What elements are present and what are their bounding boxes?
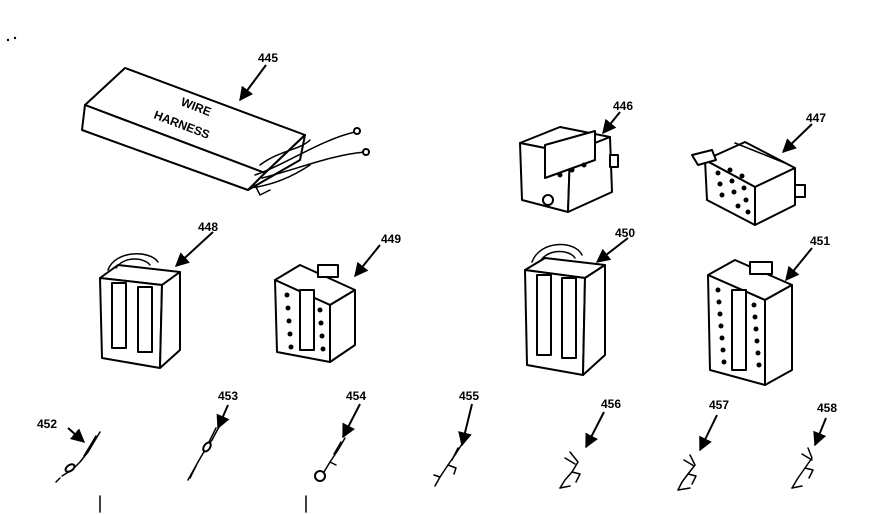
part-449-connector-housing-12-pin[interactable]: 449: [274, 232, 401, 363]
part-454-terminal-ring[interactable]: 454: [314, 389, 366, 482]
part-456-terminal-clip[interactable]: 456: [559, 397, 621, 489]
label-450: 450: [615, 226, 635, 240]
part-448-connector-housing[interactable]: 448: [99, 220, 218, 369]
scan-mark: [6, 38, 10, 42]
part-457-terminal-clip[interactable]: 457: [677, 398, 729, 491]
label-449: 449: [381, 232, 401, 246]
pin-holes: [715, 167, 751, 215]
part-447-connector-12-pin[interactable]: 447: [691, 111, 826, 226]
label-446: 446: [613, 99, 633, 113]
part-455-terminal-pin[interactable]: 455: [433, 389, 479, 487]
label-455: 455: [459, 389, 479, 403]
part-450-connector-housing[interactable]: 450: [524, 226, 635, 376]
part-452-terminal-pin[interactable]: 452: [37, 417, 101, 483]
part-453-terminal-pin[interactable]: 453: [187, 389, 238, 481]
part-446-connector-block[interactable]: 446: [519, 99, 633, 213]
label-447: 447: [806, 111, 826, 125]
part-445-wire-harness[interactable]: WIRE HARNESS 445: [81, 51, 370, 196]
pin-holes: [284, 292, 326, 352]
pin-holes: [715, 287, 762, 368]
label-458: 458: [817, 401, 837, 415]
label-445: 445: [258, 51, 278, 65]
label-456: 456: [601, 397, 621, 411]
scan-mark: [13, 36, 17, 40]
part-458-terminal-clip[interactable]: 458: [791, 401, 837, 489]
label-451: 451: [810, 234, 830, 248]
label-452: 452: [37, 417, 57, 431]
label-457: 457: [709, 398, 729, 412]
label-448: 448: [198, 220, 218, 234]
label-454: 454: [346, 389, 366, 403]
label-453: 453: [218, 389, 238, 403]
part-451-connector-housing-16-pin[interactable]: 451: [707, 234, 830, 386]
